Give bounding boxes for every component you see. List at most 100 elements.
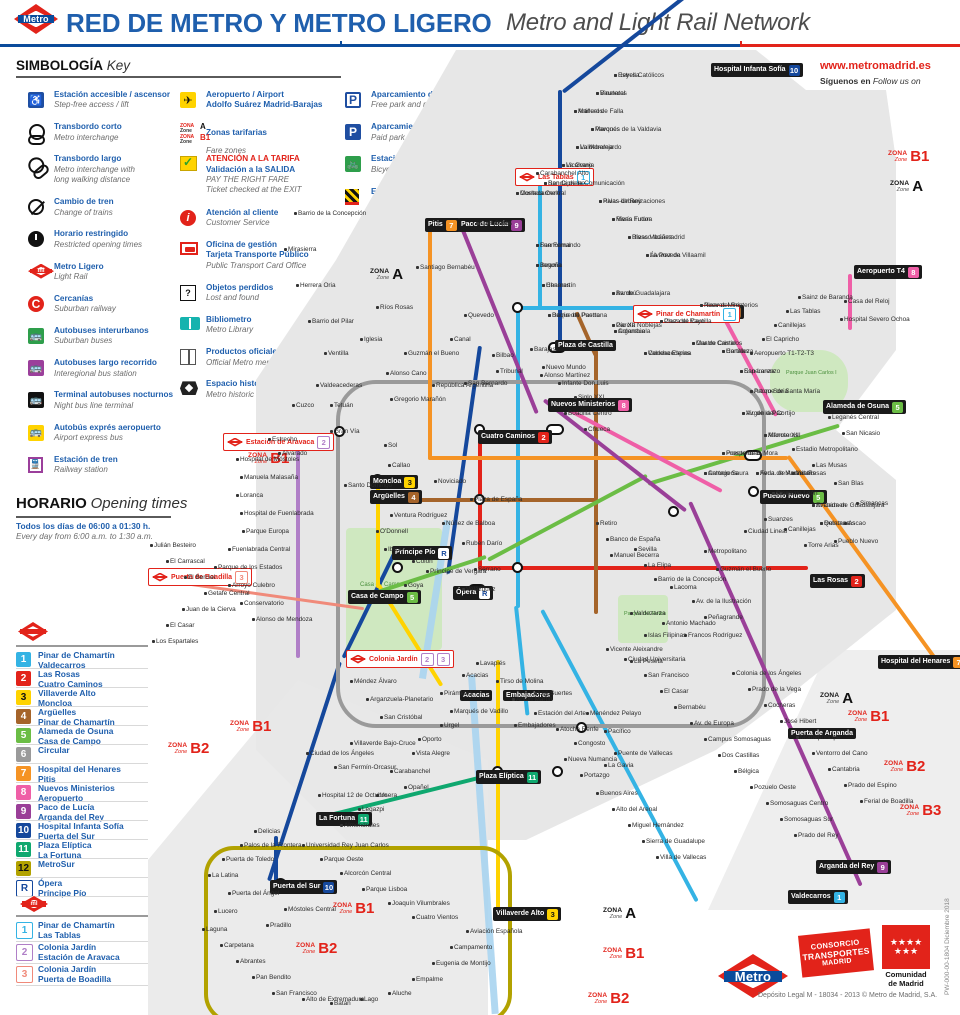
station-dot[interactable] [812, 464, 815, 467]
station-dot[interactable] [166, 560, 169, 563]
station-dot[interactable] [384, 548, 387, 551]
station-dot[interactable] [432, 384, 435, 387]
station-dot[interactable] [442, 522, 445, 525]
station-label[interactable]: Hospital de Fuenlabrada [244, 510, 314, 517]
station-label[interactable]: Ventura Rodríguez [394, 512, 448, 519]
station-dot[interactable] [574, 742, 577, 745]
station-label[interactable]: Blasco Ibáñez [632, 234, 673, 241]
station-dot[interactable] [828, 768, 831, 771]
station-label[interactable]: Suanzes [768, 516, 793, 523]
station-dot[interactable] [604, 730, 607, 733]
station-label[interactable]: Ascao [848, 520, 866, 527]
station-label[interactable]: Cruz del Rayo [664, 318, 705, 325]
station-label[interactable]: Alto del Arenal [616, 806, 658, 813]
station-label[interactable]: Alsacia [776, 490, 797, 497]
station-dot[interactable] [660, 690, 663, 693]
station-label[interactable]: Oporto [422, 736, 442, 743]
station-label[interactable]: Palas de Rey [603, 198, 642, 205]
station-dot[interactable] [536, 264, 539, 267]
station-dot[interactable] [660, 320, 663, 323]
station-label[interactable]: Laguna [206, 926, 228, 933]
station-label[interactable]: Buenos Aires [600, 790, 638, 797]
station-label[interactable]: Lucero [218, 908, 238, 915]
station-dot[interactable] [236, 494, 239, 497]
station-label[interactable]: Banco de España [610, 536, 661, 543]
station-dot[interactable] [584, 428, 587, 431]
station-label[interactable]: Quevedo [468, 312, 494, 319]
station-label[interactable]: Chamartín [546, 282, 576, 289]
station-label[interactable]: Diego de León [776, 490, 818, 497]
station-label[interactable]: Henares [546, 282, 571, 289]
station-label[interactable]: Hospital de Móstoles [240, 456, 300, 463]
station-label[interactable]: García Noblejas [616, 322, 662, 329]
station-label[interactable]: Tirso de Molina [500, 678, 544, 685]
station-dot[interactable] [614, 752, 617, 755]
station-dot[interactable] [780, 720, 783, 723]
station-dot[interactable] [278, 452, 281, 455]
station-dot[interactable] [536, 244, 539, 247]
station-dot[interactable] [366, 698, 369, 701]
station-label[interactable]: Vicálvaro [566, 162, 593, 169]
interchange-avenida-america[interactable] [744, 450, 762, 461]
station-dot[interactable] [236, 960, 239, 963]
station-dot[interactable] [320, 858, 323, 861]
station-label[interactable]: Alonso Martínez [544, 372, 591, 379]
station-label[interactable]: Cuatro Vientos [416, 914, 459, 921]
station-label[interactable]: Plaza de España [474, 496, 523, 503]
station-label[interactable]: San Francisco [648, 672, 689, 679]
station-dot[interactable] [412, 560, 415, 563]
station-dot[interactable] [644, 634, 647, 637]
station-label[interactable]: Bélgica [738, 768, 759, 775]
station-dot[interactable] [732, 672, 735, 675]
station-label[interactable]: Arroyo Culebro [232, 582, 275, 589]
station-dot[interactable] [766, 802, 769, 805]
station-label[interactable]: San Nicasio [846, 430, 881, 437]
station-label[interactable]: La Gavia [608, 762, 634, 769]
station-label[interactable]: María Tudor [616, 216, 651, 223]
station-label[interactable]: Manuel Becerra [614, 552, 660, 559]
station-dot[interactable] [624, 658, 627, 661]
station-dot[interactable] [462, 542, 465, 545]
station-label[interactable]: Campus Somosaguas [708, 736, 771, 743]
station-label[interactable]: Canal [454, 336, 471, 343]
station-dot[interactable] [840, 318, 843, 321]
station-label[interactable]: Opañel [408, 784, 429, 791]
station-label[interactable]: Lavapiés [480, 660, 506, 667]
station-dot[interactable] [302, 844, 305, 847]
station-label[interactable]: Nueva Numancia [568, 756, 618, 763]
station-label[interactable]: Aviación Española [470, 928, 523, 935]
station-dot[interactable] [390, 514, 393, 517]
station-label[interactable]: Usera [380, 792, 398, 799]
station-dot[interactable] [284, 908, 287, 911]
station-label[interactable]: Estadio Metropolitano [796, 446, 858, 453]
station-dot[interactable] [390, 770, 393, 773]
station-dot[interactable] [534, 692, 537, 695]
station-dot[interactable] [674, 706, 677, 709]
station-label[interactable]: Av. de Europa [694, 720, 734, 727]
terminal-embajadores[interactable]: Embajadores [503, 690, 553, 701]
station-dot[interactable] [412, 978, 415, 981]
station-label[interactable]: Ibiza [388, 546, 402, 553]
station-label[interactable]: Avda. de América [760, 470, 810, 477]
station-dot[interactable] [548, 314, 551, 317]
station-label[interactable]: Valdebernardo [580, 144, 622, 151]
station-label[interactable]: Plaza de Castilla [664, 318, 712, 325]
station-dot[interactable] [656, 856, 659, 859]
station-label[interactable]: Puerta de Toledo [226, 856, 275, 863]
station-label[interactable]: Cocheras [768, 702, 796, 709]
station-label[interactable]: Av. de la Ilustración [696, 598, 752, 605]
station-dot[interactable] [734, 770, 737, 773]
station-dot[interactable] [324, 352, 327, 355]
station-label[interactable]: Leganés Central [832, 414, 879, 421]
station-dot[interactable] [464, 314, 467, 317]
station-label[interactable]: Príncipe de Vergara [430, 568, 487, 575]
interchange-diego-de-leon[interactable] [668, 506, 679, 517]
station-dot[interactable] [792, 448, 795, 451]
station-label[interactable]: Tres Olivos [480, 220, 513, 227]
